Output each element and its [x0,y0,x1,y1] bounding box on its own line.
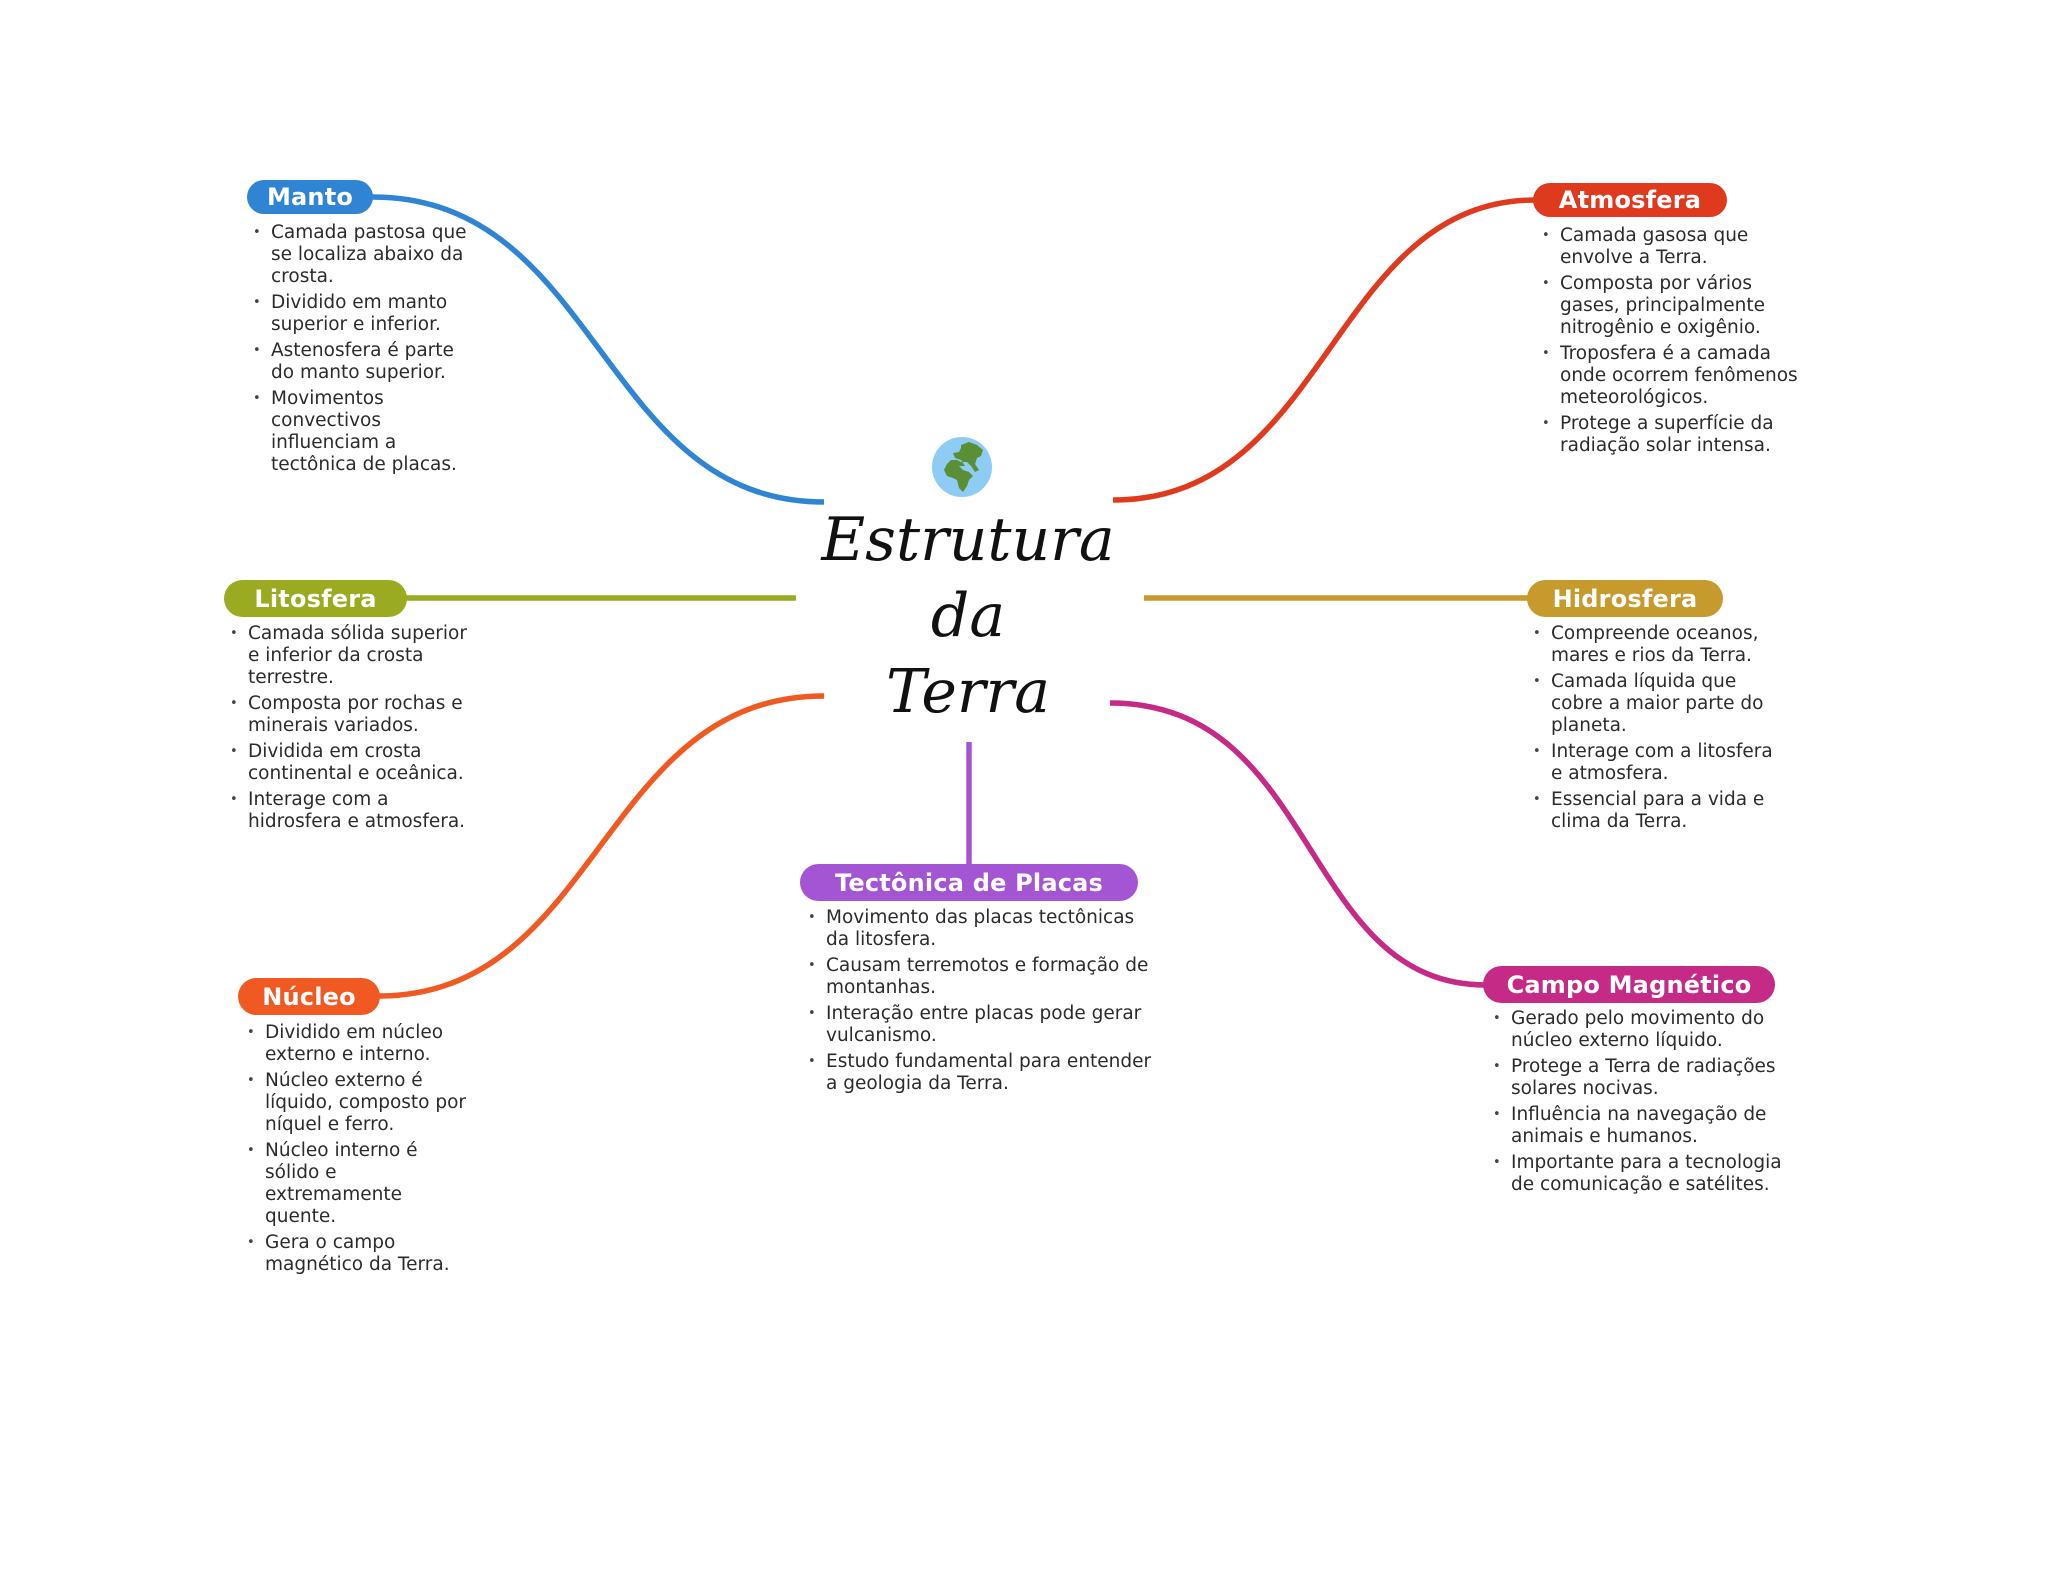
detail-item: Interage com a hidrosfera e atmosfera. [230,789,480,833]
detail-item: Dividido em núcleo externo e interno. [247,1022,472,1066]
detail-item: Movimentos convectivos influenciam a tec… [253,388,473,476]
detail-item: Camada gasosa que envolve a Terra. [1542,225,1802,269]
detail-item: Interação entre placas pode gerar vulcan… [808,1003,1158,1047]
node-nucleo-details: Dividido em núcleo externo e interno. Nú… [247,1022,472,1280]
node-litosfera-details: Camada sólida superior e inferior da cro… [230,623,480,837]
globe-icon [932,437,992,497]
detail-item: Composta por vários gases, principalment… [1542,273,1802,339]
detail-item: Importante para a tecnologia de comunica… [1493,1152,1793,1196]
connector-campo [1109,700,1487,988]
node-nucleo-pill[interactable]: Núcleo [238,978,380,1015]
node-tectonica-pill[interactable]: Tectônica de Placas [800,864,1138,901]
detail-item: Camada sólida superior e inferior da cro… [230,623,480,689]
central-title: Estrutura da Terra [808,502,1128,730]
detail-item: Influência na navegação de animais e hum… [1493,1104,1793,1148]
node-hidrosfera-details: Compreende oceanos, mares e rios da Terr… [1533,623,1783,837]
detail-item: Dividida em crosta continental e oceânic… [230,741,480,785]
node-hidrosfera-pill[interactable]: Hidrosfera [1527,580,1723,617]
detail-item: Astenosfera é parte do manto superior. [253,340,473,384]
detail-item: Interage com a litosfera e atmosfera. [1533,741,1783,785]
detail-item: Compreende oceanos, mares e rios da Terr… [1533,623,1783,667]
central-title-line-3: Terra [885,657,1050,727]
node-manto-pill[interactable]: Manto [247,180,373,214]
node-atmosfera-pill[interactable]: Atmosfera [1533,183,1727,217]
detail-item: Causam terremotos e formação de montanha… [808,955,1158,999]
detail-item: Gerado pelo movimento do núcleo externo … [1493,1008,1793,1052]
detail-item: Dividido em manto superior e inferior. [253,292,473,336]
detail-item: Estudo fundamental para entender a geolo… [808,1051,1158,1095]
detail-item: Movimento das placas tectônicas da litos… [808,907,1158,951]
detail-item: Núcleo externo é líquido, composto por n… [247,1070,472,1136]
connector-nucleo [377,693,825,999]
node-tectonica-details: Movimento das placas tectônicas da litos… [808,907,1158,1099]
connector-manto [371,194,825,505]
node-campo-pill[interactable]: Campo Magnético [1483,966,1775,1003]
detail-item: Núcleo interno é sólido e extremamente q… [247,1140,472,1228]
globe-land [944,442,983,492]
detail-item: Protege a superfície da radiação solar i… [1542,413,1802,457]
node-campo-details: Gerado pelo movimento do núcleo externo … [1493,1008,1793,1200]
node-atmosfera-details: Camada gasosa que envolve a Terra. Compo… [1542,225,1802,461]
detail-item: Composta por rochas e minerais variados. [230,693,480,737]
detail-item: Protege a Terra de radiações solares noc… [1493,1056,1793,1100]
detail-item: Troposfera é a camada onde ocorrem fenôm… [1542,343,1802,409]
central-title-line-2: da [930,581,1006,651]
node-manto-details: Camada pastosa que se localiza abaixo da… [253,222,473,480]
node-litosfera-pill[interactable]: Litosfera [224,580,407,617]
detail-item: Essencial para a vida e clima da Terra. [1533,789,1783,833]
detail-item: Camada líquida que cobre a maior parte d… [1533,671,1783,737]
connector-atmosfera [1112,197,1537,503]
detail-item: Gera o campo magnético da Terra. [247,1232,472,1276]
detail-item: Camada pastosa que se localiza abaixo da… [253,222,473,288]
central-title-line-1: Estrutura [821,505,1115,575]
